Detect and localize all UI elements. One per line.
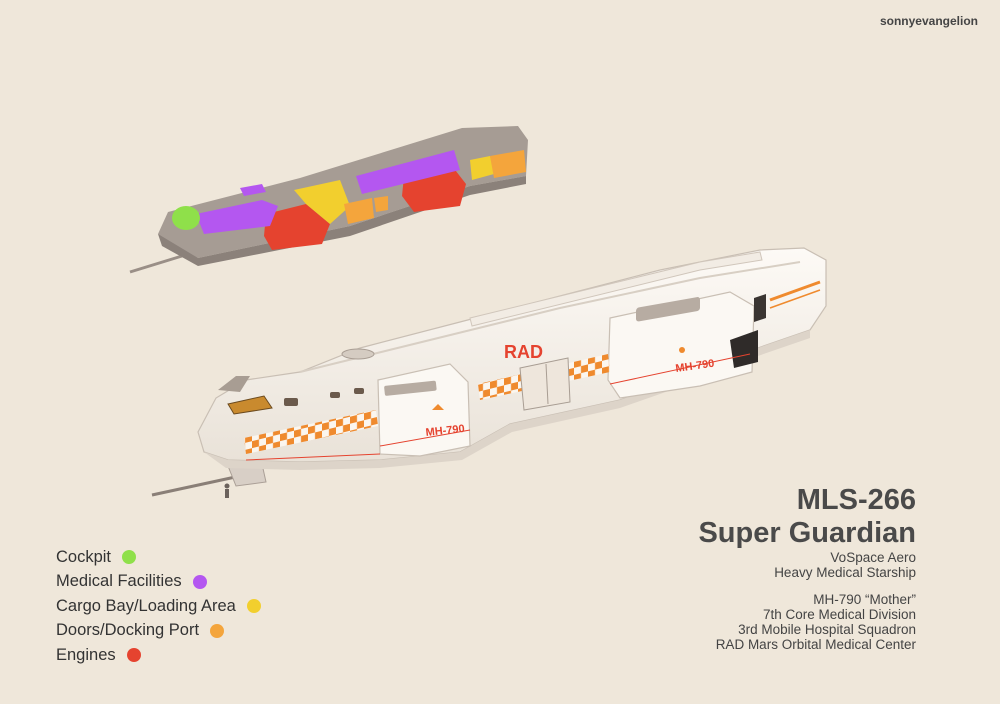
legend-dot — [210, 623, 225, 638]
legend-dot — [246, 599, 261, 614]
door-zone — [344, 198, 374, 224]
schematic-view — [129, 126, 528, 274]
legend-label: Engines — [56, 645, 116, 664]
artist-credit: sonnyevangelion — [879, 14, 978, 28]
legend-dot — [122, 550, 137, 565]
ship-class: Super Guardian — [698, 517, 916, 549]
legend-dot — [192, 574, 207, 589]
door-zone — [490, 150, 526, 178]
door-zone — [374, 196, 388, 212]
engine-zone — [264, 204, 330, 250]
legend-item-engines: Engines — [56, 643, 261, 668]
ship-type: Heavy Medical Starship — [774, 565, 916, 580]
legend-label: Cockpit — [56, 547, 112, 566]
legend-label: Doors/Docking Port — [56, 621, 200, 640]
ship-info: MLS-266 Super Guardian VoSpace Aero Heav… — [698, 484, 916, 652]
home-base: RAD Mars Orbital Medical Center — [715, 637, 916, 652]
manufacturer: VoSpace Aero — [830, 550, 916, 565]
legend-item-cargo: Cargo Bay/Loading Area — [56, 594, 261, 619]
legend-label: Cargo Bay/Loading Area — [56, 596, 236, 615]
checker-band — [244, 410, 378, 454]
medical-zone — [240, 184, 266, 196]
medical-zone — [196, 200, 278, 234]
legend-item-medical: Medical Facilities — [56, 570, 261, 595]
squadron: 3rd Mobile Hospital Squadron — [738, 622, 916, 637]
ship-model: MLS-266 — [796, 484, 916, 516]
rad-logo: RAD — [504, 342, 543, 362]
front-registry: MH-790 — [425, 423, 465, 439]
cargo-zone — [470, 156, 494, 180]
division: 7th Core Medical Division — [762, 607, 916, 622]
zone-legend: Cockpit Medical Facilities Cargo Bay/Loa… — [56, 545, 261, 668]
ship-side-view: MH-790 MH-790 RAD — [151, 247, 827, 498]
cockpit-zone — [172, 206, 200, 230]
scale-figure — [224, 483, 230, 498]
legend-dot — [126, 648, 141, 663]
ship-designation: MH-790 “Mother” — [813, 592, 916, 607]
legend-item-doors: Doors/Docking Port — [56, 619, 261, 644]
medical-zone — [356, 150, 460, 194]
legend-item-cockpit: Cockpit — [56, 545, 261, 570]
cargo-zone — [294, 180, 350, 224]
legend-label: Medical Facilities — [56, 572, 182, 591]
